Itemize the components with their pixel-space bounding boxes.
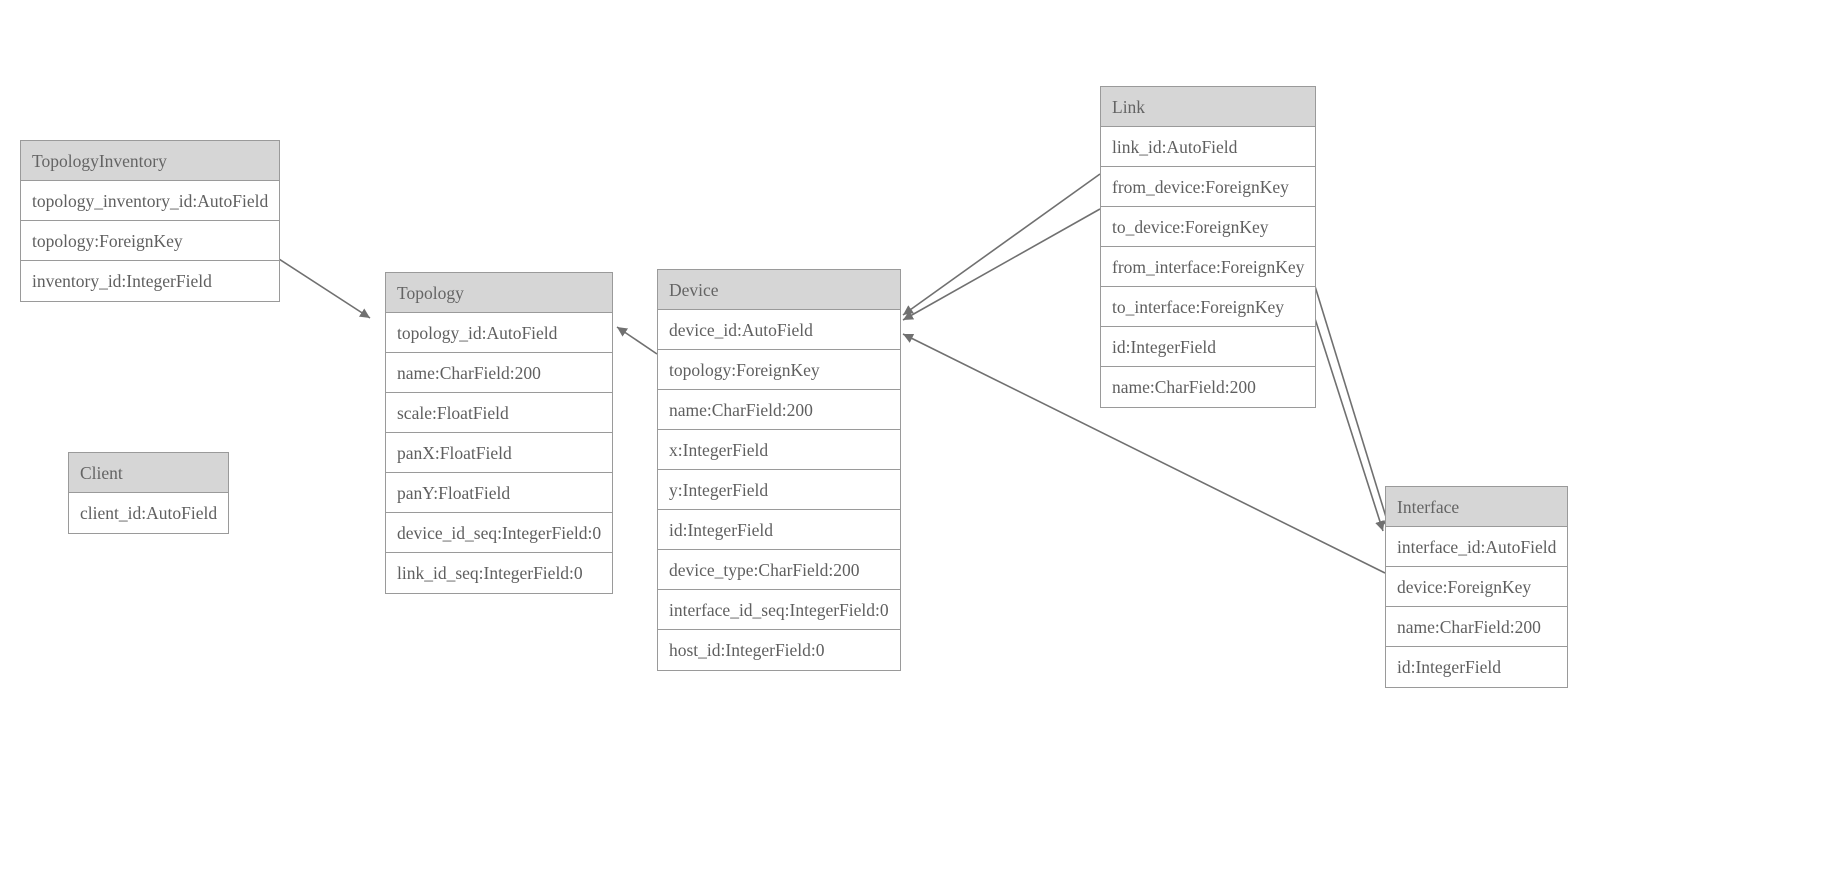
entity-field: client_id:AutoField xyxy=(69,493,228,533)
entity-field: id:IntegerField xyxy=(658,510,900,550)
entity-title: Interface xyxy=(1386,487,1567,527)
entity-topology[interactable]: Topology topology_id:AutoField name:Char… xyxy=(385,272,613,594)
entity-field: y:IntegerField xyxy=(658,470,900,510)
entity-field: link_id:AutoField xyxy=(1101,127,1315,167)
entity-field: scale:FloatField xyxy=(386,393,612,433)
entity-field: panY:FloatField xyxy=(386,473,612,513)
entity-title: Link xyxy=(1101,87,1315,127)
entity-field: to_device:ForeignKey xyxy=(1101,207,1315,247)
entity-field: id:IntegerField xyxy=(1386,647,1567,687)
entity-field: name:CharField:200 xyxy=(386,353,612,393)
entity-client[interactable]: Client client_id:AutoField xyxy=(68,452,229,534)
entity-interface[interactable]: Interface interface_id:AutoField device:… xyxy=(1385,486,1568,688)
entity-title: Client xyxy=(69,453,228,493)
entity-field: name:CharField:200 xyxy=(658,390,900,430)
entity-field: topology_inventory_id:AutoField xyxy=(21,181,279,221)
entity-field: from_device:ForeignKey xyxy=(1101,167,1315,207)
entity-field: device_type:CharField:200 xyxy=(658,550,900,590)
entity-field: name:CharField:200 xyxy=(1386,607,1567,647)
entity-title: Device xyxy=(658,270,900,310)
entity-field: topology:ForeignKey xyxy=(658,350,900,390)
entity-field: link_id_seq:IntegerField:0 xyxy=(386,553,612,593)
entity-field: name:CharField:200 xyxy=(1101,367,1315,407)
edge-link-from-device xyxy=(902,173,1101,316)
entity-topologyinventory[interactable]: TopologyInventory topology_inventory_id:… xyxy=(20,140,280,302)
entity-field: interface_id:AutoField xyxy=(1386,527,1567,567)
entity-field: inventory_id:IntegerField xyxy=(21,261,279,301)
entity-field: device_id:AutoField xyxy=(658,310,900,350)
entity-title: Topology xyxy=(386,273,612,313)
entity-field: from_interface:ForeignKey xyxy=(1101,247,1315,287)
entity-field: panX:FloatField xyxy=(386,433,612,473)
entity-field: topology:ForeignKey xyxy=(21,221,279,261)
entity-link[interactable]: Link link_id:AutoField from_device:Forei… xyxy=(1100,86,1316,408)
edge-device-topology xyxy=(616,326,658,355)
entity-field: topology_id:AutoField xyxy=(386,313,612,353)
entity-device[interactable]: Device device_id:AutoField topology:Fore… xyxy=(657,269,901,671)
entity-field: host_id:IntegerField:0 xyxy=(658,630,900,670)
entity-field: id:IntegerField xyxy=(1101,327,1315,367)
entity-field: x:IntegerField xyxy=(658,430,900,470)
entity-field: device_id_seq:IntegerField:0 xyxy=(386,513,612,553)
edge-link-to-device xyxy=(902,208,1101,321)
entity-field: device:ForeignKey xyxy=(1386,567,1567,607)
entity-field: interface_id_seq:IntegerField:0 xyxy=(658,590,900,630)
entity-title: TopologyInventory xyxy=(21,141,279,181)
entity-field: to_interface:ForeignKey xyxy=(1101,287,1315,327)
